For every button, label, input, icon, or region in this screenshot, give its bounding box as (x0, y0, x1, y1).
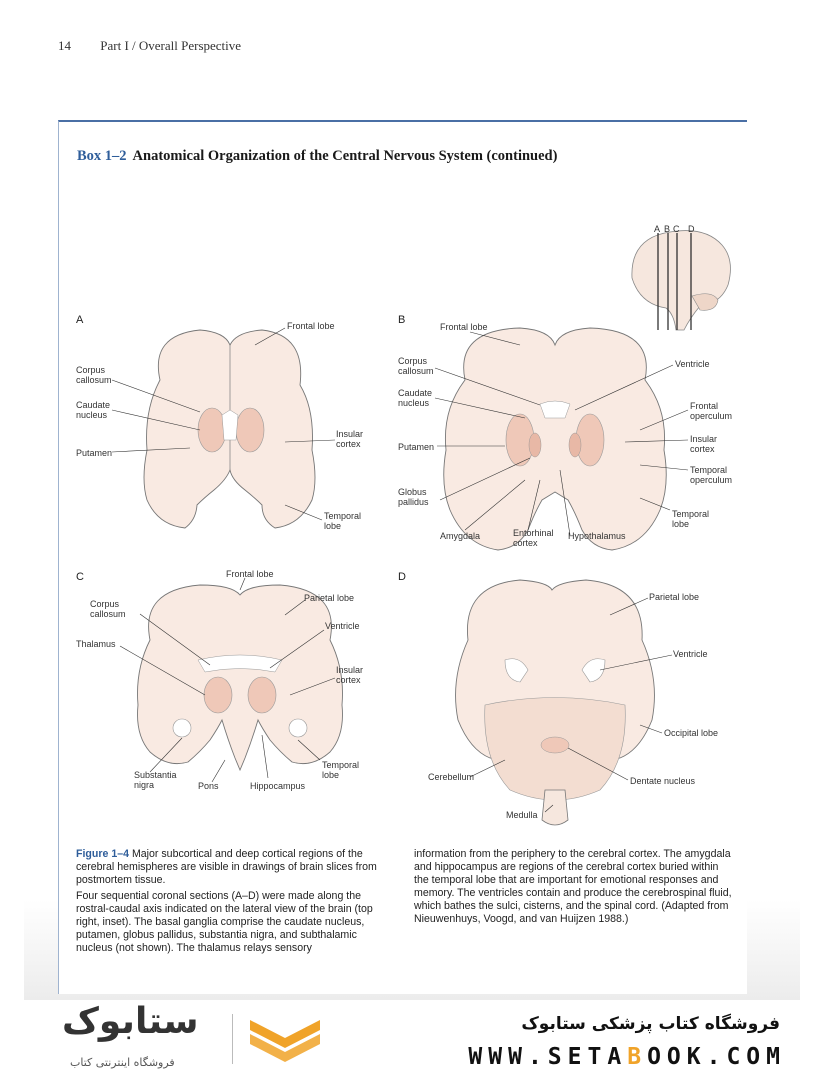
label-b-insular: Insular (690, 434, 717, 444)
label-b-temporal: Temporal (690, 465, 727, 475)
page-header: 14 Part I / Overall Perspective (58, 38, 241, 54)
store-name: فروشگاه کتاب پزشکی ستابوک (521, 1014, 780, 1034)
figure-title: Major subcortical and deep cortical regi… (76, 848, 377, 886)
label-b-entorhinal-cortex: cortex (513, 538, 538, 548)
footer-banner: ستابوک فروشگاه اینترنتی کتاب فروشگاه کتا… (0, 1000, 820, 1080)
label-b-temporal-2: Temporal (672, 509, 709, 519)
label-a-corpus: Corpus (76, 365, 106, 375)
label-d-occipital-lobe: Occipital lobe (664, 728, 718, 738)
label-b-cortex: cortex (690, 444, 715, 454)
url-highlight: B (627, 1044, 648, 1070)
label-d-cerebellum: Cerebellum (428, 772, 474, 782)
panel-b-letter: B (398, 314, 405, 326)
label-c-substantia: Substantia (134, 770, 177, 780)
logo-divider (232, 1014, 233, 1064)
label-a-frontal-lobe: Frontal lobe (287, 321, 335, 331)
panel-c-letter: C (76, 571, 84, 583)
box-title-text: Anatomical Organization of the Central N… (132, 148, 558, 164)
panel-b: B Frontal lobe Corpus callosum Caudate (398, 314, 732, 551)
label-c-temporal: Temporal (322, 760, 359, 770)
label-b-frontal: Frontal (690, 401, 718, 411)
label-c-corpus: Corpus (90, 599, 120, 609)
label-a-lobe: lobe (324, 521, 341, 531)
url-prefix: WWW.SETA (468, 1044, 628, 1070)
label-b-ventricle: Ventricle (675, 359, 710, 369)
store-url[interactable]: WWW.SETABOOK.COM (468, 1044, 786, 1070)
running-title: Part I / Overall Perspective (100, 38, 242, 53)
label-a-insular: Insular (336, 429, 363, 439)
label-c-insular: Insular (336, 665, 363, 675)
caption-paragraph-1: Four sequential coronal sections (A–D) w… (76, 890, 373, 954)
label-a-cortex: cortex (336, 439, 361, 449)
label-a-nucleus: nucleus (76, 410, 108, 420)
label-c-pons: Pons (198, 781, 219, 791)
caption-paragraph-2: information from the periphery to the ce… (414, 848, 732, 925)
label-b-operculum: operculum (690, 411, 732, 421)
label-c-nigra: nigra (134, 780, 154, 790)
label-c-ventricle: Ventricle (325, 621, 360, 631)
label-c-frontal-lobe: Frontal lobe (226, 569, 274, 579)
label-b-caudate: Caudate (398, 388, 432, 398)
inset-label-a: A (654, 224, 660, 234)
label-b-temporal-operculum: operculum (690, 475, 732, 485)
inset-label-b: B (664, 224, 670, 234)
box-label: Box 1–2 (77, 148, 127, 164)
caption-column-left: Figure 1–4 Major subcortical and deep co… (76, 848, 394, 958)
panel-a-letter: A (76, 314, 84, 326)
url-suffix: OOK.COM (647, 1044, 786, 1070)
label-b-entorhinal: Entorhinal (513, 528, 554, 538)
panel-d-letter: D (398, 571, 406, 583)
logo-text: ستابوک (62, 1001, 199, 1042)
caption-column-right: information from the periphery to the ce… (414, 848, 732, 929)
label-b-amygdala: Amygdala (440, 531, 480, 541)
label-b-nucleus: nucleus (398, 398, 430, 408)
label-b-hypothalamus: Hypothalamus (568, 531, 626, 541)
panel-d: D Parietal lobe Ventricle Occipital lobe… (398, 571, 718, 826)
label-c-thalamus: Thalamus (76, 639, 116, 649)
label-d-ventricle: Ventricle (673, 649, 708, 659)
panel-c: C Frontal lobe Parietal lobe Corpus call… (76, 569, 363, 791)
label-b-pallidus: pallidus (398, 497, 429, 507)
figure-caption-title: Figure 1–4 Major subcortical and deep co… (76, 848, 394, 887)
label-c-parietal-lobe: Parietal lobe (304, 593, 354, 603)
label-d-medulla: Medulla (506, 810, 538, 820)
label-c-hippocampus: Hippocampus (250, 781, 306, 791)
label-c-lobe: lobe (322, 770, 339, 780)
label-d-parietal-lobe: Parietal lobe (649, 592, 699, 602)
inset-label-c: C (673, 224, 680, 234)
label-b-frontal-lobe: Frontal lobe (440, 322, 488, 332)
panel-a: A Frontal lobe Corpus callosum Caudate n… (76, 314, 363, 531)
label-b-putamen: Putamen (398, 442, 434, 452)
label-b-globus: Globus (398, 487, 427, 497)
label-b-lobe: lobe (672, 519, 689, 529)
figure-1-4: A B C D A Frontal lobe Corpus callosum C… (76, 224, 732, 826)
label-a-temporal: Temporal (324, 511, 361, 521)
inset-label-d: D (688, 224, 695, 234)
figure-label: Figure 1–4 (76, 848, 129, 860)
label-b-callosum: callosum (398, 366, 434, 376)
label-c-callosum: callosum (90, 609, 126, 619)
box-title: Box 1–2 Anatomical Organization of the Ce… (77, 148, 557, 165)
label-a-caudate: Caudate (76, 400, 110, 410)
label-a-putamen: Putamen (76, 448, 112, 458)
logo-subtitle: فروشگاه اینترنتی کتاب (70, 1056, 175, 1069)
label-b-corpus: Corpus (398, 356, 428, 366)
label-c-cortex: cortex (336, 675, 361, 685)
label-d-dentate-nucleus: Dentate nucleus (630, 776, 696, 786)
setabook-logo-icon (250, 1020, 320, 1062)
page-number: 14 (58, 38, 71, 53)
label-a-callosum: callosum (76, 375, 112, 385)
inset-lateral-brain: A B C D (631, 224, 731, 331)
